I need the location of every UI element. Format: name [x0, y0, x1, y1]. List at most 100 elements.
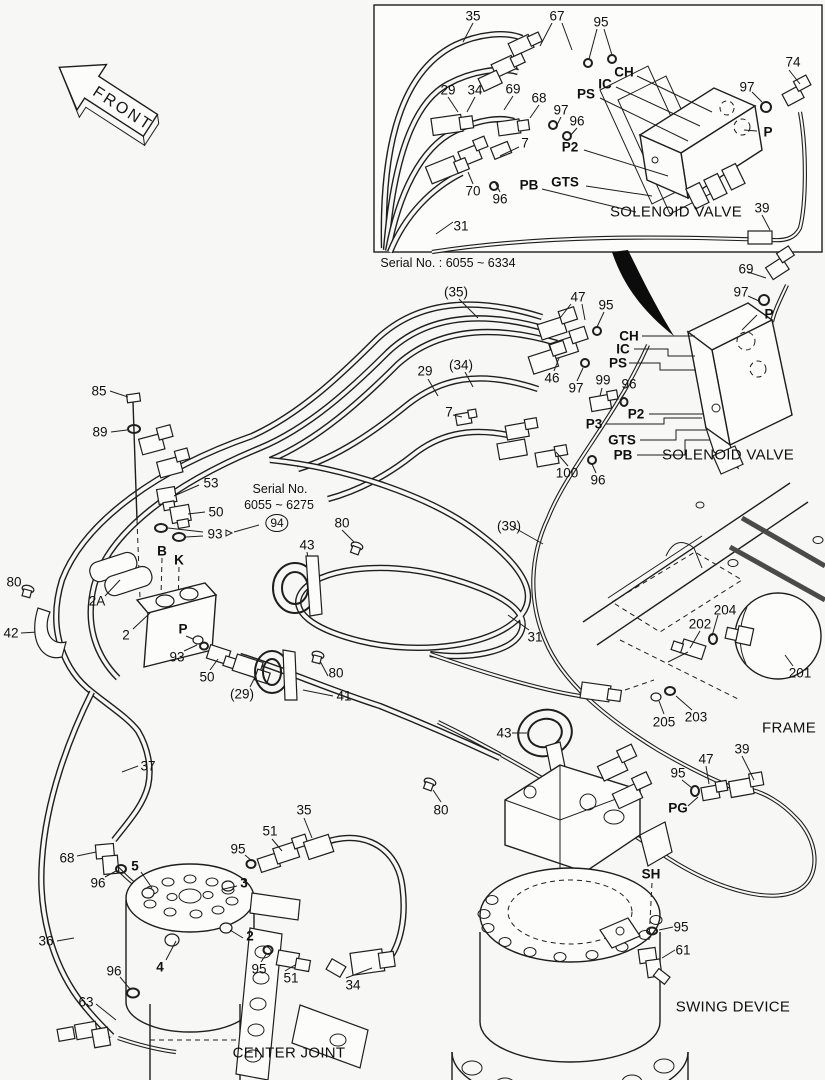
- part-number-label: 93: [207, 526, 223, 542]
- part-number-label: 47: [570, 289, 586, 305]
- part-number-label: 96: [492, 191, 508, 207]
- part-number-label: 51: [283, 970, 299, 986]
- part-number-label: 97: [733, 284, 749, 300]
- part-number-label: 203: [684, 709, 708, 725]
- port-label: P: [764, 306, 774, 322]
- part-number-label: 41: [336, 688, 352, 704]
- inset-leader-lines: [435, 22, 801, 235]
- swing-device-drawing: [451, 743, 765, 1080]
- part-number-label: 70: [465, 183, 481, 199]
- main-solenoid-valve-drawing: [686, 245, 796, 475]
- section-title-label: SWING DEVICE: [675, 998, 791, 1016]
- part-number-label: 5: [131, 858, 139, 874]
- port-label: GTS: [551, 174, 579, 190]
- part-number-label: 85: [91, 383, 107, 399]
- port-label: PB: [519, 177, 539, 193]
- accumulator-drawing: [579, 592, 822, 703]
- port-label: CH: [614, 64, 634, 80]
- part-number-label: 50: [199, 669, 215, 685]
- part-number-label: 39: [754, 200, 770, 216]
- part-number-label: 63: [78, 994, 94, 1010]
- part-number-label: 47: [698, 751, 714, 767]
- port-label: P: [178, 621, 188, 637]
- hose-clamps: [21, 541, 573, 803]
- part-number-label: 53: [203, 475, 219, 491]
- section-title-label: SOLENOID VALVE: [609, 203, 743, 221]
- port-label: P2: [627, 406, 645, 422]
- part-number-label: 3: [240, 875, 248, 891]
- part-number-label: 95: [230, 841, 246, 857]
- bolt-icon: [349, 541, 364, 556]
- front-arrow: FRONT: [58, 63, 160, 147]
- part-number-label: 74: [785, 54, 801, 70]
- port-label: PS: [608, 355, 628, 371]
- part-number-label: 95: [593, 14, 609, 30]
- part-number-label: 97: [739, 79, 755, 95]
- part-number-label: 95: [598, 297, 614, 313]
- circled-ref-label: 94: [265, 514, 289, 532]
- part-number-label: 95: [673, 919, 689, 935]
- port-label: K: [174, 552, 184, 568]
- port-label: CH: [619, 328, 639, 344]
- part-number-label: 96: [569, 113, 585, 129]
- section-title-label: CENTER JOINT: [232, 1044, 346, 1062]
- inset-solenoid-valve-body: [638, 87, 763, 210]
- part-number-label: 69: [738, 261, 754, 277]
- serial-note: 6055 ~ 6275: [244, 497, 314, 512]
- part-number-label: 80: [328, 665, 344, 681]
- part-number-label: 34: [467, 82, 483, 98]
- port-label: IC: [598, 76, 612, 92]
- part-number-label: 7: [521, 135, 529, 151]
- part-number-label: 4: [156, 959, 164, 975]
- part-number-label: (29): [229, 686, 255, 702]
- part-number-label: 96: [621, 376, 637, 392]
- part-number-label: 39: [734, 741, 750, 757]
- port-label: P3: [585, 416, 603, 432]
- main-hoses: [41, 285, 814, 1052]
- port-label: B: [157, 543, 167, 559]
- port-label: SH: [641, 866, 661, 882]
- bolt-icon: [422, 777, 437, 792]
- bolt-icon: [311, 650, 325, 665]
- part-number-label: 50: [208, 504, 224, 520]
- main-fitting-clusters: [427, 298, 794, 715]
- part-number-label: 80: [6, 574, 22, 590]
- serial-note: Serial No.: [252, 481, 308, 496]
- part-number-label: 29: [440, 82, 456, 98]
- main-port-leaders: [606, 271, 767, 456]
- part-number-label: 69: [505, 81, 521, 97]
- part-number-label: 205: [652, 714, 676, 730]
- part-number-label: 99: [595, 372, 611, 388]
- part-number-label: 29: [417, 363, 433, 379]
- part-number-label: 31: [527, 629, 543, 645]
- part-number-label: 37: [140, 758, 156, 774]
- part-number-label: (35): [443, 284, 469, 300]
- part-number-label: 100: [555, 465, 579, 481]
- center-joint-fittings: [56, 765, 396, 1049]
- part-number-label: 42: [3, 625, 19, 641]
- part-number-label: 35: [465, 8, 481, 24]
- part-number-label: 2A: [88, 593, 106, 609]
- part-number-label: 93: [169, 649, 185, 665]
- part-number-label: 202: [688, 616, 712, 632]
- center-joint-drawing: [125, 863, 369, 1080]
- port-label: GTS: [608, 432, 636, 448]
- part-number-label: 204: [713, 602, 737, 618]
- inset-panel: [373, 4, 823, 252]
- part-number-label: 46: [544, 370, 560, 386]
- part-number-label: (39): [496, 518, 522, 534]
- part-number-label: 34: [345, 977, 361, 993]
- part-number-label: 68: [531, 90, 547, 106]
- part-number-label: 97: [568, 380, 584, 396]
- part-number-label: 96: [90, 875, 106, 891]
- port-label: P2: [561, 139, 579, 155]
- swoosh-mark: [612, 250, 674, 336]
- part-number-label: (34): [448, 357, 474, 373]
- port-label: P: [763, 124, 773, 140]
- port-label: IC: [616, 341, 630, 357]
- part-number-label: 95: [251, 961, 267, 977]
- part-number-label: 31: [453, 218, 469, 234]
- part-number-label: 51: [262, 823, 278, 839]
